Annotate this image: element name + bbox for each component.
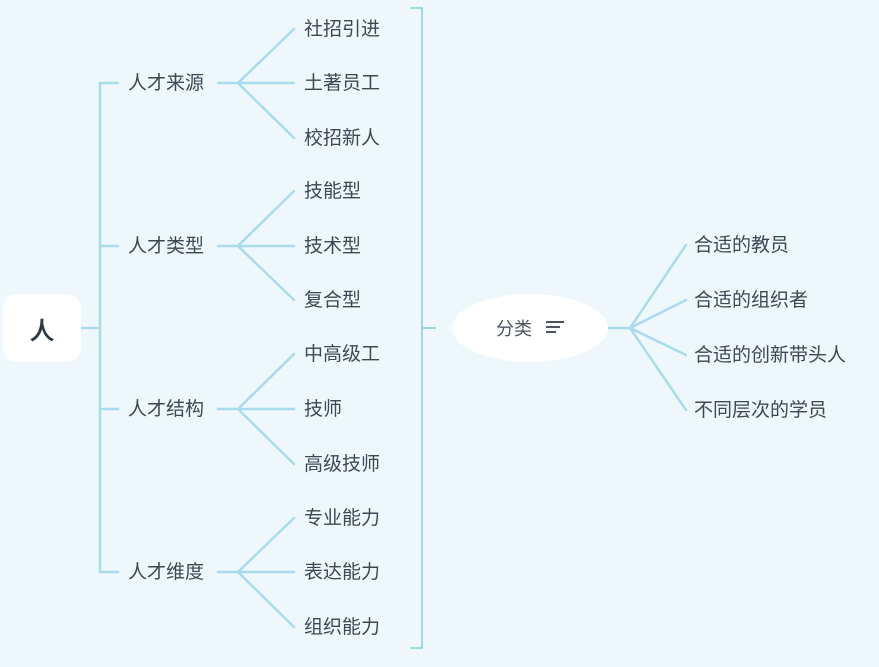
leaf-type-2[interactable]: 技术型: [304, 235, 362, 257]
leaf-structure-3[interactable]: 高级技师: [304, 453, 381, 475]
category-structure[interactable]: 人才结构: [128, 398, 205, 420]
leaf-structure-1[interactable]: 中高级工: [304, 343, 381, 365]
leaf-dimension-2[interactable]: 表达能力: [304, 561, 381, 583]
leaf-source-2[interactable]: 土著员工: [304, 72, 381, 94]
leaf-source-3[interactable]: 校招新人: [304, 127, 381, 149]
root-node[interactable]: 人: [3, 294, 81, 362]
leaf-dimension-1[interactable]: 专业能力: [304, 507, 381, 529]
leaf-structure-2[interactable]: 技师: [304, 398, 343, 420]
summary-item-2[interactable]: 合适的组织者: [694, 289, 809, 311]
leaf-type-1[interactable]: 技能型: [304, 180, 362, 202]
category-dimension[interactable]: 人才维度: [128, 561, 205, 583]
leaf-source-1[interactable]: 社招引进: [304, 18, 381, 40]
summary-label: 分类: [496, 319, 532, 340]
summary-item-3[interactable]: 合适的创新带头人: [694, 344, 847, 366]
summary-node[interactable]: 分类: [452, 294, 608, 362]
root-label: 人: [30, 316, 54, 345]
leaf-dimension-3[interactable]: 组织能力: [304, 616, 381, 638]
category-source[interactable]: 人才来源: [128, 72, 205, 94]
menu-lines-icon[interactable]: [546, 321, 564, 333]
category-type[interactable]: 人才类型: [128, 235, 205, 257]
leaf-type-3[interactable]: 复合型: [304, 289, 362, 311]
summary-item-4[interactable]: 不同层次的学员: [694, 399, 828, 421]
summary-item-1[interactable]: 合适的教员: [694, 234, 790, 256]
